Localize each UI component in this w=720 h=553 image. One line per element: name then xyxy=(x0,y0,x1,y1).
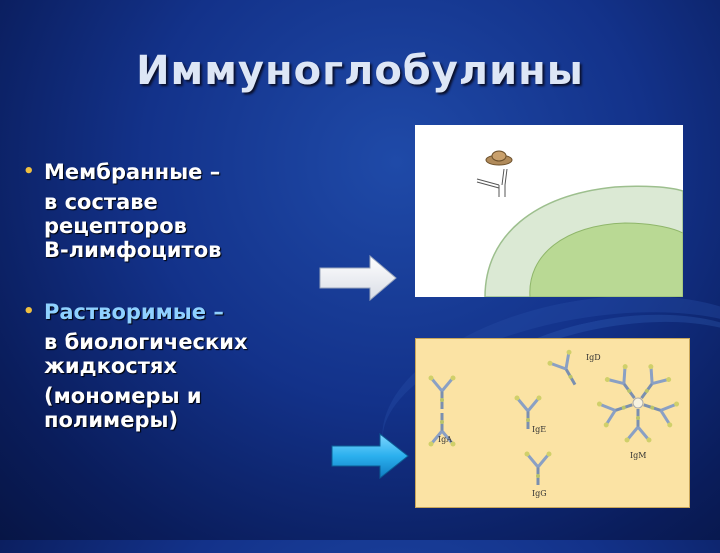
igm-pentamer-icon xyxy=(594,361,682,444)
arrow-right-icon xyxy=(319,254,397,302)
ige-monomer-icon xyxy=(513,394,543,431)
b-cell-receptor-figure xyxy=(415,125,683,297)
label-igg: IgG xyxy=(532,489,547,498)
igd-monomer-icon xyxy=(545,347,589,393)
immunoglobulin-classes-figure: IgA IgD IgE IgM IgG xyxy=(415,338,690,508)
bullet-list: • Мембранные – в составе рецепторов В-ли… xyxy=(20,160,320,432)
bullet-soluble-line: полимеры) xyxy=(44,408,179,432)
label-igd: IgD xyxy=(586,353,601,362)
bullet-membrane-line: В-лимфоцитов xyxy=(44,238,222,262)
slide-title: Иммуноглобулины xyxy=(136,48,584,94)
label-igm: IgM xyxy=(630,451,647,460)
bullet-membrane: • Мембранные – в составе рецепторов В-ли… xyxy=(20,160,320,262)
bullet-membrane-line: рецепторов xyxy=(44,214,187,238)
bullet-dot-icon: • xyxy=(23,161,35,182)
bullet-membrane-head: Мембранные – xyxy=(44,160,221,184)
igg-monomer-icon xyxy=(523,450,553,487)
bullet-soluble-line: жидкостях xyxy=(44,354,177,378)
label-iga: IgA xyxy=(438,435,453,444)
immunoglobulin-illustration xyxy=(427,347,682,487)
bullet-membrane-line: в составе xyxy=(44,190,158,214)
bullet-soluble: • Растворимые – в биологических жидкостя… xyxy=(20,300,320,432)
bullet-soluble-line: в биологических xyxy=(44,330,248,354)
bullet-soluble-line: (мономеры и xyxy=(44,384,202,408)
antibody-receptor-icon xyxy=(476,168,508,197)
bullet-soluble-head: Растворимые – xyxy=(44,300,224,324)
b-cell-illustration xyxy=(476,150,683,297)
bullet-dot-icon: • xyxy=(23,301,35,322)
antigen-icon xyxy=(485,150,513,166)
arrow-right-blue-icon xyxy=(331,432,409,480)
label-ige: IgE xyxy=(532,425,547,434)
